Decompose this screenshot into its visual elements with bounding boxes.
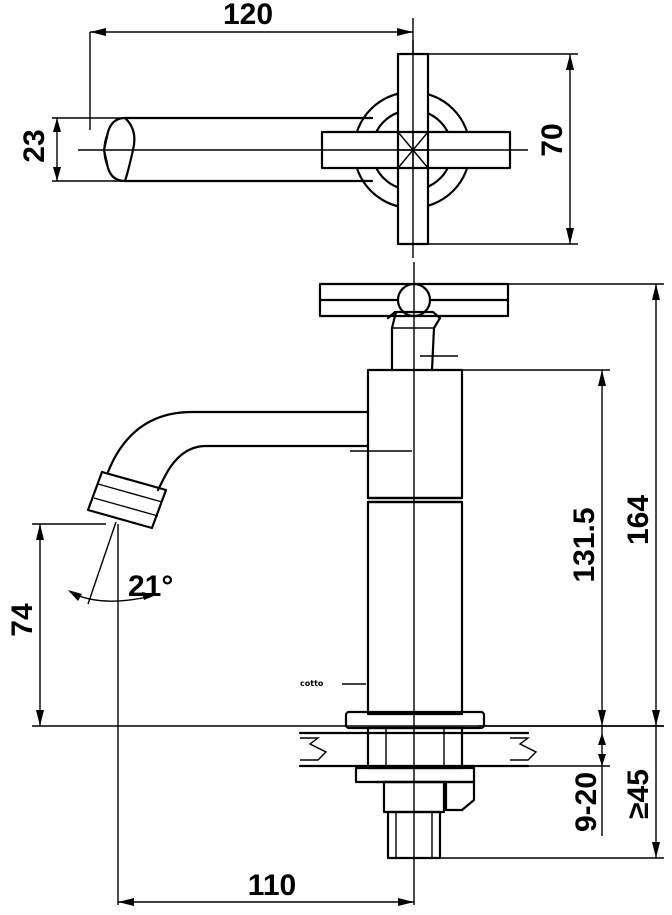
dim-label-120: 120 — [223, 0, 273, 31]
side-view-shank — [374, 780, 476, 812]
dim-label-23: 23 — [18, 129, 51, 162]
dim-total-height: 164 — [478, 283, 664, 727]
dim-deck-thickness: 9-20 — [528, 726, 610, 836]
dim-label-9-20: 9-20 — [570, 772, 603, 832]
dim-label-70: 70 — [536, 123, 569, 156]
dim-spout-thickness: 23 — [18, 117, 125, 182]
dim-label-45: ≥45 — [622, 769, 655, 819]
side-view-aerator — [86, 470, 168, 530]
dim-label-74: 74 — [6, 603, 39, 637]
top-view-spout — [123, 116, 374, 183]
dim-label-131-5: 131.5 — [568, 507, 601, 582]
dim-body-height: 131.5 — [462, 369, 610, 726]
top-view: 120 23 70 — [18, 0, 578, 258]
side-view-spout — [106, 410, 370, 492]
side-view-body-lower — [366, 500, 464, 716]
countertop-break-line — [300, 737, 538, 761]
dim-label-21-deg: 21° — [128, 570, 173, 603]
dim-label-110: 110 — [248, 869, 296, 902]
dim-handle-span: 70 — [428, 53, 578, 245]
dim-spout-angle: 21° — [68, 521, 173, 905]
dim-label-164: 164 — [622, 495, 655, 545]
side-view-body-upper — [366, 368, 464, 500]
brand-mark: cotto — [300, 679, 324, 688]
dim-spout-height: 74 — [6, 523, 664, 727]
dim-top-width: 120 — [89, 0, 414, 130]
dim-shank-length: ≥45 — [440, 726, 664, 859]
side-view: cotto 164 131.5 7 — [6, 262, 664, 906]
dim-spout-reach: 110 — [118, 869, 414, 906]
